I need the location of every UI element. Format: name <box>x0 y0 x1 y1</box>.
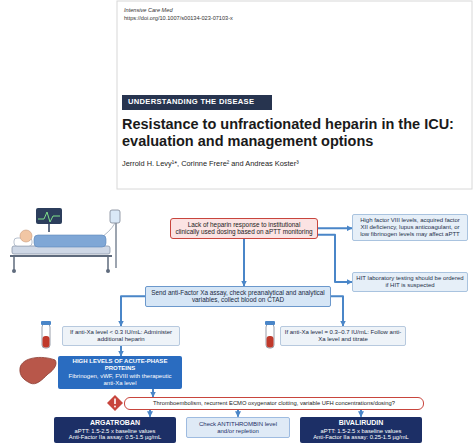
liver-icon <box>20 357 56 383</box>
article-card <box>117 1 472 189</box>
flow-arrow <box>152 389 154 397</box>
blood-tube-icon <box>265 321 275 348</box>
flow-arrow <box>360 410 362 417</box>
process-box: Check ANTITHROMBIN level and/or repletio… <box>186 417 290 439</box>
flow-arrow <box>237 410 239 417</box>
warning-diamond <box>107 395 123 411</box>
doi-link: https://doi.org/10.1007/s00134-023-07103… <box>124 15 364 21</box>
process-box: Send anti-Factor Xa assay, check preanal… <box>145 286 331 307</box>
flow-arrow <box>120 346 122 356</box>
article-title: Resistance to unfractionated heparin in … <box>122 116 472 149</box>
box-text: Send anti-Factor Xa assay, check preanal… <box>150 289 326 304</box>
flow-arrow <box>149 410 151 417</box>
flow-arrow <box>318 227 352 229</box>
icu-bed-illustration <box>10 208 120 273</box>
box-detail: aPTT: 1.5-2.5 x baseline values <box>57 428 173 435</box>
flow-arrow <box>121 296 145 326</box>
result-box: If anti-Xa level < 0.3 IU/mL: Administer… <box>62 326 180 346</box>
box-text: ARGATROBAN <box>57 419 173 427</box>
flow-arrow <box>318 235 352 282</box>
box-detail: Fibrinogen, vWF, FVIII with therapeutic … <box>62 373 178 387</box>
flow-arrow <box>243 239 245 286</box>
box-text: If anti-Xa level < 0.3 IU/mL: Administer… <box>66 329 176 343</box>
drug-box: ARGATROBANaPTT: 1.5-2.5 x baseline value… <box>54 417 176 443</box>
box-text: HIGH LEVELS OF ACUTE-PHASE PROTEINS <box>62 358 178 372</box>
box-text: If anti-Xa level = 0.3–0.7 IU/mL: Follow… <box>284 329 402 343</box>
box-text: High factor VIII levels, acquired factor… <box>356 217 464 238</box>
box-text: BIVALIRUDIN <box>303 419 419 427</box>
note-box: High factor VIII levels, acquired factor… <box>352 214 468 241</box>
flow-arrow <box>331 296 343 326</box>
blood-tube-icon <box>41 321 51 348</box>
box-text: Thromboembolism, recurrent ECMO oxygenat… <box>130 400 418 407</box>
process-box: Lack of heparin response to institutiona… <box>170 218 318 239</box>
finding-box: HIGH LEVELS OF ACUTE-PHASE PROTEINSFibri… <box>58 356 182 389</box>
result-box: If anti-Xa level = 0.3–0.7 IU/mL: Follow… <box>280 326 406 346</box>
box-text: HIT laboratory testing should be ordered… <box>356 275 464 289</box>
drug-box: BIVALIRUDINaPTT: 1.5-2.5 x baseline valu… <box>300 417 422 443</box>
box-detail: aPTT: 1.5-2.5 x baseline values <box>303 428 419 435</box>
author-line: Jerrold H. Levy¹*, Corinne Frere² and An… <box>122 160 467 169</box>
journal-name: Intensive Care Med <box>124 7 324 13</box>
box-text: Lack of heparin response to institutiona… <box>175 221 313 236</box>
note-box: HIT laboratory testing should be ordered… <box>352 272 468 292</box>
callout-box: Thromboembolism, recurrent ECMO oxygenat… <box>124 397 424 410</box>
box-text: UNDERSTANDING THE DISEASE <box>128 98 266 107</box>
section-band: UNDERSTANDING THE DISEASE <box>122 95 272 110</box>
box-text: Check ANTITHROMBIN level and/or repletio… <box>191 421 285 435</box>
box-detail: Anti-Factor IIa assay: 0.5-1.5 µg/mL <box>57 434 173 441</box>
box-detail: Anti-Factor IIa assay: 0.25-1.5 µg/mL <box>303 434 419 441</box>
